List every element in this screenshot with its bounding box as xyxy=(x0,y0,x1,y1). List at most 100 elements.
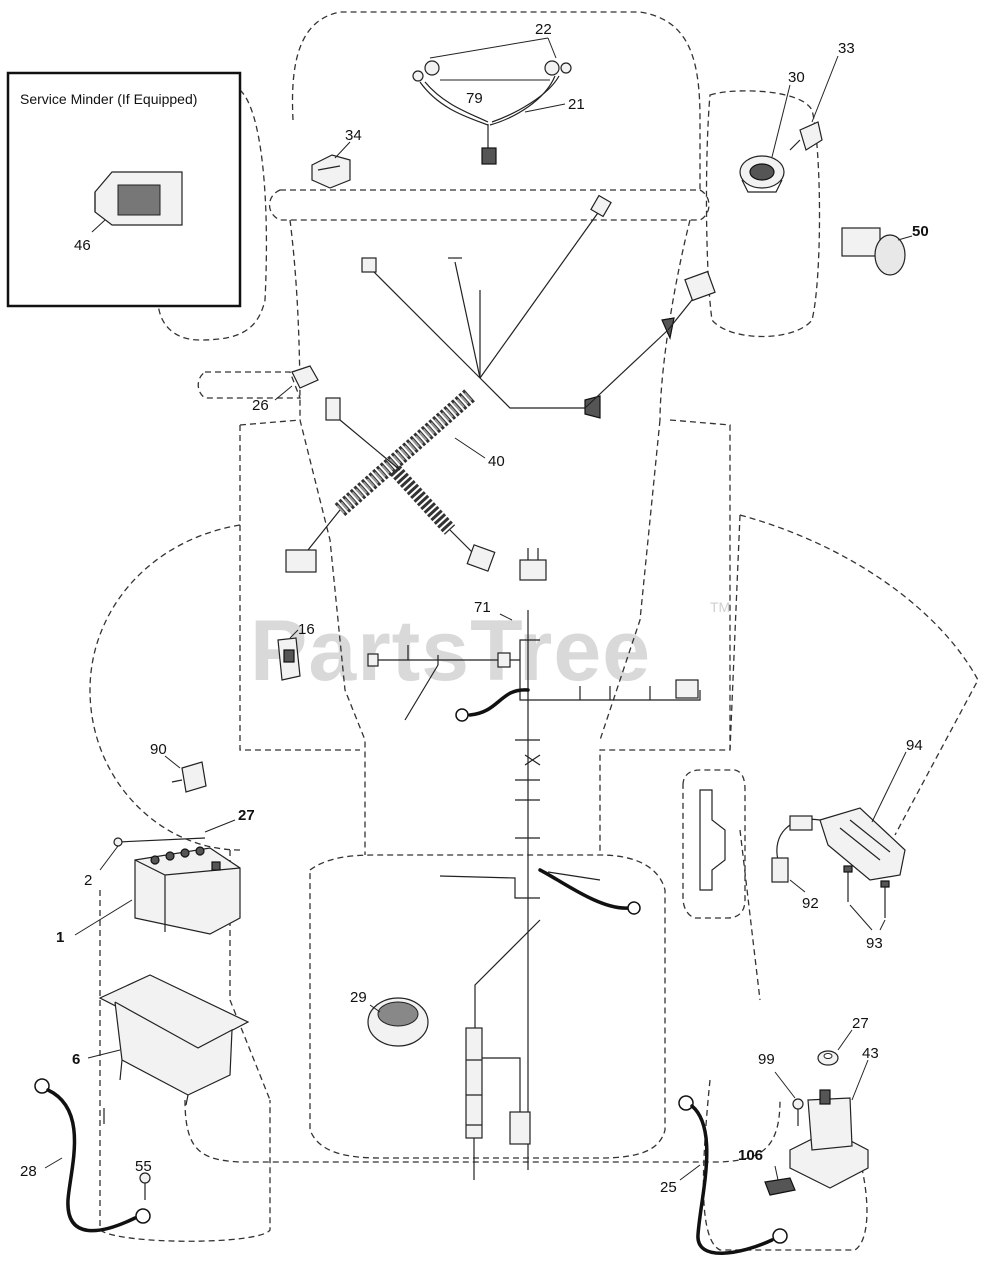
leader-33 xyxy=(811,55,839,123)
leader-94 xyxy=(871,751,907,823)
upper-body-left xyxy=(289,219,301,421)
leader-27-top xyxy=(204,819,236,833)
part-93-screws xyxy=(843,865,890,918)
leader-22b xyxy=(547,37,557,59)
part-27-nut xyxy=(817,1050,839,1066)
part-29-seat-switch xyxy=(367,997,429,1047)
part-6-battery-tray xyxy=(98,974,250,1106)
label-71: 71 xyxy=(474,599,491,616)
part-92-connector xyxy=(771,857,789,883)
watermark-tm: TM xyxy=(710,599,730,615)
upper-body-right xyxy=(659,219,691,421)
label-6: 6 xyxy=(72,1051,80,1068)
upper-wiring xyxy=(361,194,716,419)
leader-2 xyxy=(99,845,119,871)
right-wheel-outline xyxy=(729,514,979,836)
part-16-relay xyxy=(277,637,301,681)
left-frame-outline xyxy=(239,419,366,855)
part-99-bolt xyxy=(792,1098,804,1126)
leader-93b xyxy=(879,919,886,931)
leader-30 xyxy=(771,84,791,158)
part-26-fuse xyxy=(197,365,319,399)
label-28: 28 xyxy=(20,1163,37,1180)
leader-22a xyxy=(429,37,549,59)
leader-25 xyxy=(679,1164,701,1181)
label-93: 93 xyxy=(866,935,883,952)
leader-106 xyxy=(774,1165,779,1181)
label-92: 92 xyxy=(802,895,819,912)
label-1: 1 xyxy=(56,929,64,946)
label-25: 25 xyxy=(660,1179,677,1196)
part-33-key xyxy=(789,121,823,151)
leader-40 xyxy=(454,437,486,459)
label-46: 46 xyxy=(74,237,91,254)
leader-34 xyxy=(334,141,351,159)
part-90-switch xyxy=(171,761,207,793)
leader-28 xyxy=(44,1157,63,1169)
part-1-battery xyxy=(134,846,241,935)
label-27-top: 27 xyxy=(238,807,255,824)
bottom-outline xyxy=(184,1099,781,1163)
leader-50 xyxy=(897,235,913,241)
leader-46 xyxy=(91,219,106,233)
label-21: 21 xyxy=(568,96,585,113)
service-minder-part xyxy=(94,171,183,226)
leader-6 xyxy=(87,1049,121,1059)
service-minder-title: Service Minder (If Equipped) xyxy=(20,91,197,107)
hood-outline xyxy=(291,11,701,190)
label-40: 40 xyxy=(488,453,505,470)
leader-99 xyxy=(774,1071,796,1099)
part-40-harness xyxy=(285,389,496,573)
part-30-ignition xyxy=(739,155,785,193)
label-99: 99 xyxy=(758,1051,775,1068)
leader-21 xyxy=(524,103,566,113)
part-71-harness xyxy=(367,548,701,1170)
label-16: 16 xyxy=(298,621,315,638)
leader-26 xyxy=(274,385,293,401)
lower-right-outline xyxy=(702,829,868,1251)
part-25-cable xyxy=(678,1095,788,1255)
label-30: 30 xyxy=(788,69,805,86)
label-34: 34 xyxy=(345,127,362,144)
label-29: 29 xyxy=(350,989,367,1006)
label-106: 106 xyxy=(738,1147,763,1164)
leader-1 xyxy=(74,899,133,936)
label-79: 79 xyxy=(466,90,483,107)
label-27-bottom: 27 xyxy=(852,1015,869,1032)
lower-center-wiring xyxy=(439,868,641,1180)
label-94: 94 xyxy=(906,737,923,754)
leader-90 xyxy=(164,755,181,769)
leader-71 xyxy=(499,613,513,621)
part-2-bolt xyxy=(113,837,206,847)
label-43: 43 xyxy=(862,1045,879,1062)
left-fender-outline xyxy=(157,89,268,341)
left-wheel-outline xyxy=(89,524,241,851)
part-55-bolt xyxy=(139,1172,151,1200)
label-33: 33 xyxy=(838,40,855,57)
label-50: 50 xyxy=(912,223,929,240)
part-94-harness xyxy=(776,807,906,881)
part-106-clip xyxy=(764,1177,796,1196)
label-2: 2 xyxy=(84,872,92,889)
watermark: PartsTree xyxy=(250,603,651,699)
label-90: 90 xyxy=(150,741,167,758)
part-28-battery-cable xyxy=(34,1078,151,1233)
leader-43 xyxy=(851,1059,869,1101)
label-55: 55 xyxy=(135,1158,152,1175)
leader-92 xyxy=(789,879,806,893)
part-34-switch xyxy=(311,154,351,189)
tunnel-outline xyxy=(682,769,746,919)
right-fender-outline xyxy=(705,90,821,338)
label-26: 26 xyxy=(252,397,269,414)
part-43-solenoid xyxy=(789,1089,869,1189)
label-22: 22 xyxy=(535,21,552,38)
dashboard-outline xyxy=(268,189,710,221)
part-50-pto-switch xyxy=(841,227,906,276)
leader-16 xyxy=(289,629,299,639)
seat-outline xyxy=(309,854,666,1159)
leader-29 xyxy=(369,1004,381,1013)
headlight-harness xyxy=(412,60,572,165)
leader-93a xyxy=(849,904,873,931)
